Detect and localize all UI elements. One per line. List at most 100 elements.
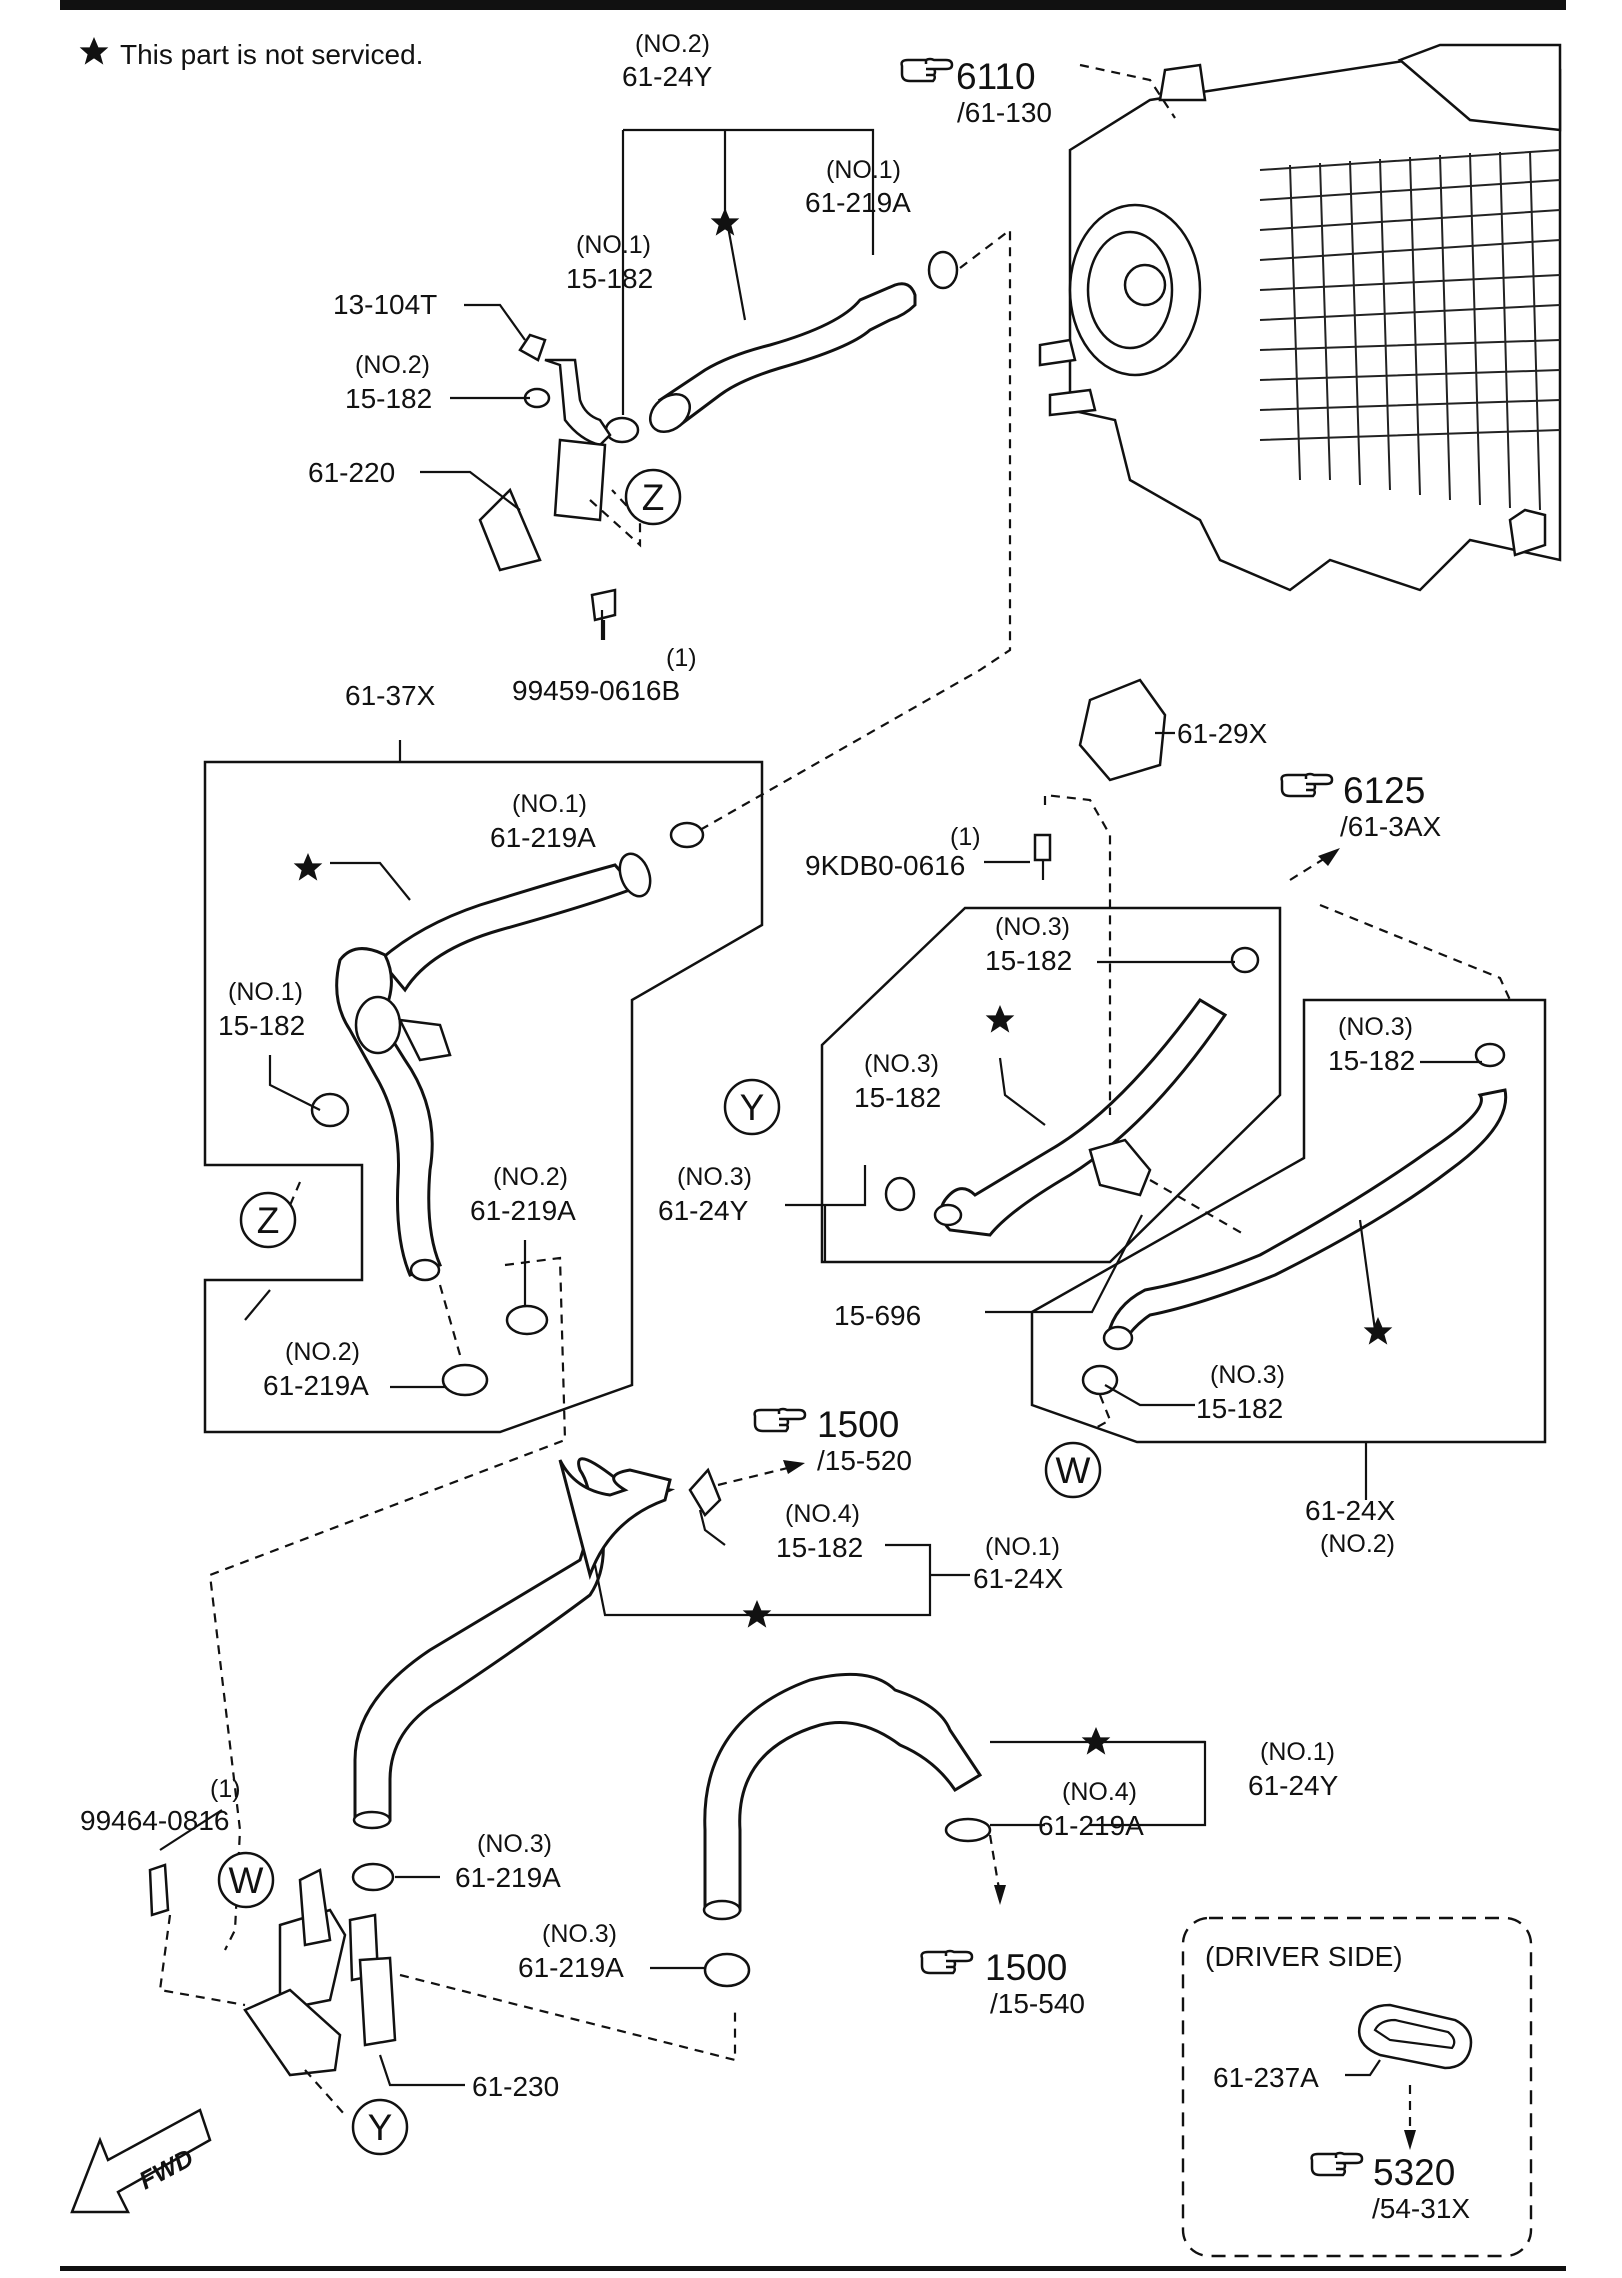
leader-lines [159, 128, 1482, 2087]
label-61-24y-mid: 61-24Y [658, 1195, 749, 1226]
label-61-29x: 61-29X [1177, 718, 1268, 749]
label-13-104t: 13-104T [333, 289, 437, 320]
star-icon [1081, 1727, 1111, 1755]
label-6125: 6125 [1343, 770, 1425, 811]
fwd-arrow-icon: FWD [70, 2108, 212, 2214]
label-9kdb: 9KDB0-0616 [805, 850, 965, 881]
upper-hose-group [478, 250, 959, 640]
label-61-219a-g-pos: (NO.3) [542, 1920, 617, 1948]
pointing-hand-icon [753, 1407, 807, 1433]
label-15-182-g-pos: (NO.3) [1210, 1361, 1285, 1389]
box-61-37x [203, 740, 764, 1434]
label-15-182-h: 15-182 [776, 1532, 863, 1563]
label-99464-qty: (1) [210, 1775, 241, 1803]
label-15-182-c-pos: (NO.1) [228, 978, 303, 1006]
label-61-219a-c-pos: (NO.2) [493, 1163, 568, 1191]
label-61-219a-c: 61-219A [470, 1195, 576, 1226]
pointing-hand-icon [1280, 772, 1334, 798]
label-61-24x-b: 61-24X [973, 1563, 1064, 1594]
label-61-24y-top-pos: (NO.2) [635, 30, 710, 58]
label-15-182-a-pos: (NO.1) [576, 231, 651, 259]
label-61-219a-f-pos: (NO.3) [477, 1830, 552, 1858]
label-1500-b: 1500 [985, 1947, 1067, 1988]
label-15-182-h-pos: (NO.4) [785, 1500, 860, 1528]
label-61-219a-a-pos: (NO.1) [826, 156, 901, 184]
label-5320: 5320 [1373, 2152, 1455, 2193]
label-15-182-a: 15-182 [566, 263, 653, 294]
pointing-hand-icon [920, 1949, 974, 1975]
top-border [60, 0, 1566, 10]
label-15-182-e-pos: (NO.3) [1338, 1013, 1413, 1041]
label-15-696: 15-696 [834, 1300, 921, 1331]
label-61-24x-b-pos: (NO.1) [985, 1533, 1060, 1561]
label-61-219a-b-pos: (NO.1) [512, 790, 587, 818]
label-15-182-c: 15-182 [218, 1010, 305, 1041]
label-5320-sub: /54-31X [1372, 2193, 1470, 2224]
bottom-border [60, 2266, 1566, 2271]
label-6110-sub: /61-130 [957, 97, 1052, 128]
star-icon [293, 853, 323, 881]
callout-z-top: Z [642, 477, 665, 518]
driver-side-box: (DRIVER SIDE) [1181, 1916, 1533, 2258]
clamp-61219a-a [927, 250, 959, 290]
legend-text: This part is not serviced. [120, 39, 423, 70]
heater-unit [1038, 43, 1562, 592]
label-61-219a-e: 61-219A [1038, 1810, 1144, 1841]
label-15-182-d-pos: (NO.3) [995, 913, 1070, 941]
label-61-230: 61-230 [472, 2071, 559, 2102]
label-61-24y-top: 61-24Y [622, 61, 713, 92]
lower-hoses [351, 1457, 992, 1988]
arrow-heads [783, 848, 1416, 2150]
label-61-219a-g: 61-219A [518, 1952, 624, 1983]
pointing-hand-icon [900, 57, 954, 83]
label-61-24x-a: 61-24X [1305, 1495, 1396, 1526]
label-1500-b-sub: /15-540 [990, 1988, 1085, 2019]
label-61-219a-f: 61-219A [455, 1862, 561, 1893]
label-1500-a: 1500 [817, 1404, 899, 1445]
pointing-hand-icon [1310, 2151, 1364, 2177]
label-61-219a-a: 61-219A [805, 187, 911, 218]
part-61-29x [1033, 678, 1167, 880]
box-61-24x-no2 [1030, 998, 1547, 1444]
label-15-182-b-pos: (NO.2) [355, 351, 430, 379]
clamp-15182-a [604, 416, 640, 444]
label-99459-qty: (1) [666, 644, 697, 672]
label-15-182-f: 15-182 [854, 1082, 941, 1113]
label-61-24x-a-pos: (NO.2) [1320, 1530, 1395, 1558]
routing-lines [158, 63, 1512, 2140]
label-6125-sub: /61-3AX [1340, 811, 1441, 842]
star-icon [742, 1600, 772, 1628]
label-6110: 6110 [956, 56, 1036, 97]
label-15-182-e: 15-182 [1328, 1045, 1415, 1076]
callout-w-mid: W [1056, 1450, 1091, 1491]
label-61-237a: 61-237A [1213, 2062, 1319, 2093]
driver-side-label: (DRIVER SIDE) [1205, 1941, 1403, 1972]
label-99464: 99464-0816 [80, 1805, 229, 1836]
label-61-219a-d: 61-219A [263, 1370, 369, 1401]
label-61-24y-bot: 61-24Y [1248, 1770, 1339, 1801]
label-15-182-f-pos: (NO.3) [864, 1050, 939, 1078]
label-61-37x: 61-37X [345, 680, 436, 711]
callouts: Z Z Y W W Y [217, 468, 1102, 2156]
legend: This part is not serviced. [79, 37, 423, 70]
callout-y-mid: Y [740, 1087, 765, 1128]
callout-w-bottom: W [229, 1860, 264, 1901]
star-icon [1363, 1317, 1393, 1345]
label-15-182-g: 15-182 [1196, 1393, 1283, 1424]
star-icon [710, 208, 740, 236]
label-1500-a-sub: /15-520 [817, 1445, 912, 1476]
star-icon [985, 1005, 1015, 1033]
label-61-24y-mid-pos: (NO.3) [677, 1163, 752, 1191]
label-61-219a-d-pos: (NO.2) [285, 1338, 360, 1366]
star-icon [79, 37, 109, 65]
label-9kdb-qty: (1) [950, 823, 981, 851]
callout-z-mid: Z [257, 1200, 280, 1241]
label-61-24y-bot-pos: (NO.1) [1260, 1738, 1335, 1766]
label-15-182-b: 15-182 [345, 383, 432, 414]
label-99459: 99459-0616B [512, 675, 680, 706]
part-61-237a [1357, 2003, 1473, 2070]
label-61-219a-b: 61-219A [490, 822, 596, 853]
label-61-220: 61-220 [308, 457, 395, 488]
box-61-24y-no3 [820, 906, 1282, 1264]
